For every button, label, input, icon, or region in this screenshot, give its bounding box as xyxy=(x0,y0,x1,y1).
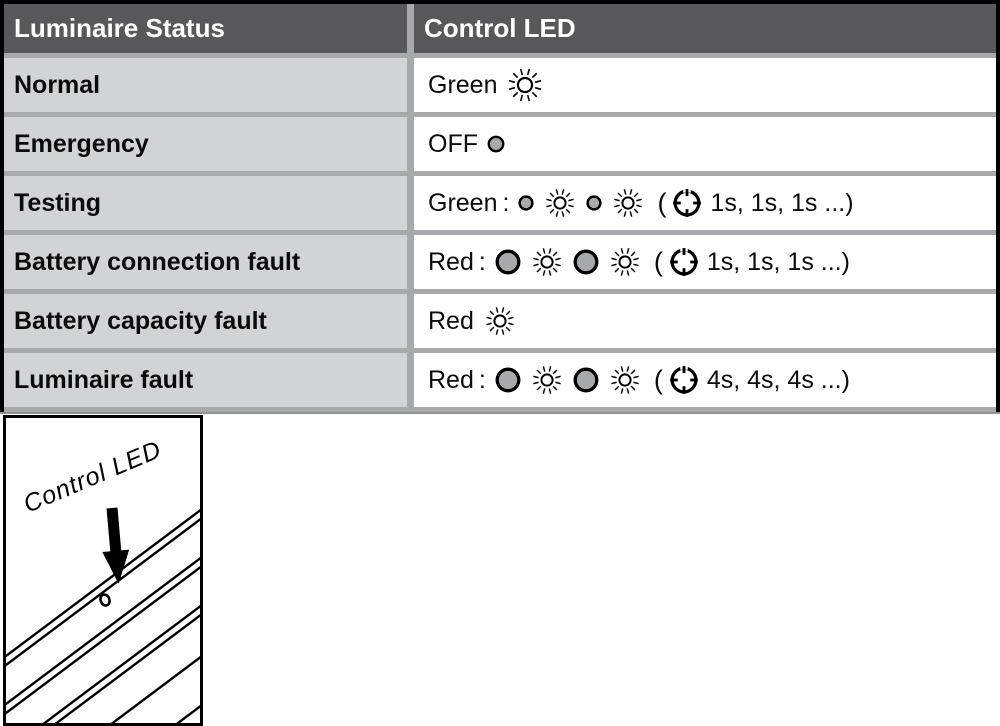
status-label: Normal xyxy=(14,70,101,99)
led-cell: Green: (1s, 1s, 1s ...) xyxy=(414,176,996,230)
luminaire-sketch: Control LED xyxy=(6,435,200,723)
table-row: Battery capacity fault Red xyxy=(4,294,996,348)
status-label: Emergency xyxy=(14,129,149,158)
control-led-pointer-arrow xyxy=(102,507,130,584)
open-paren: ( xyxy=(657,187,667,218)
open-paren: ( xyxy=(653,246,663,277)
table-row: Normal Green xyxy=(4,58,996,112)
table-row: Emergency OFF xyxy=(4,117,996,171)
timing-text: 1s, 1s, 1s ...) xyxy=(710,188,854,217)
colon-separator: : xyxy=(478,247,486,276)
led-cell: Red: (1s, 1s, 1s ...) xyxy=(414,235,996,289)
led-color-label: Green xyxy=(428,188,498,217)
led-off-icon xyxy=(487,135,505,153)
led-off-icon xyxy=(573,367,599,393)
led-blinking-on-icon xyxy=(506,66,544,104)
status-label: Battery connection fault xyxy=(14,247,301,276)
led-off-icon xyxy=(495,367,521,393)
status-cell: Luminaire fault xyxy=(4,353,407,407)
status-cell: Battery capacity fault xyxy=(4,294,407,348)
led-color-label: Green xyxy=(428,70,498,99)
led-cell: Red: (4s, 4s, 4s ...) xyxy=(414,353,996,407)
colon-separator: : xyxy=(478,365,486,394)
led-off-icon xyxy=(495,249,521,275)
led-cell: OFF xyxy=(414,117,996,171)
led-off-icon xyxy=(573,249,599,275)
led-blinking-on-icon xyxy=(483,304,517,338)
status-cell: Emergency xyxy=(4,117,407,171)
open-paren: ( xyxy=(653,364,663,395)
control-led-dot xyxy=(99,593,111,607)
table-row: Luminaire fault Red: (4s, 4s, 4s ...) xyxy=(4,353,996,407)
colon-separator: : xyxy=(502,188,510,217)
led-off-icon xyxy=(586,195,603,211)
table-row: Testing Green: (1s, 1s, 1s ...) xyxy=(4,176,996,230)
led-off-icon xyxy=(518,195,535,211)
header-label: Luminaire Status xyxy=(14,13,225,43)
timer-icon xyxy=(668,246,700,278)
status-cell: Normal xyxy=(4,58,407,112)
led-blinking-on-icon xyxy=(608,363,642,397)
header-label: Control LED xyxy=(424,13,576,43)
timing-text: 4s, 4s, 4s ...) xyxy=(706,365,850,394)
led-blinking-on-icon xyxy=(608,245,642,279)
luminaire-led-location-diagram: Control LED xyxy=(3,415,203,726)
led-cell: Green xyxy=(414,58,996,112)
status-cell: Battery connection fault xyxy=(4,235,407,289)
status-label: Luminaire fault xyxy=(14,365,194,394)
timer-icon xyxy=(671,187,703,219)
header-control-led: Control LED xyxy=(414,4,996,53)
diagram-label: Control LED xyxy=(19,435,165,518)
led-blinking-on-icon xyxy=(611,186,645,220)
table-header-row: Luminaire Status Control LED xyxy=(4,4,996,53)
led-blinking-on-icon xyxy=(530,363,564,397)
table-row: Battery connection fault Red: (1s, 1s, 1s … xyxy=(4,235,996,289)
status-label: Testing xyxy=(14,188,102,217)
status-label: Battery capacity fault xyxy=(14,306,267,335)
luminaire-profile-lines xyxy=(6,509,200,723)
led-color-label: OFF xyxy=(428,129,478,158)
status-cell: Testing xyxy=(4,176,407,230)
led-blinking-on-icon xyxy=(530,245,564,279)
led-color-label: Red xyxy=(428,247,474,276)
timer-icon xyxy=(668,364,700,396)
header-luminaire-status: Luminaire Status xyxy=(4,4,407,53)
timing-text: 1s, 1s, 1s ...) xyxy=(706,247,850,276)
led-color-label: Red xyxy=(428,365,474,394)
led-cell: Red xyxy=(414,294,996,348)
led-blinking-on-icon xyxy=(543,186,577,220)
led-color-label: Red xyxy=(428,306,474,335)
